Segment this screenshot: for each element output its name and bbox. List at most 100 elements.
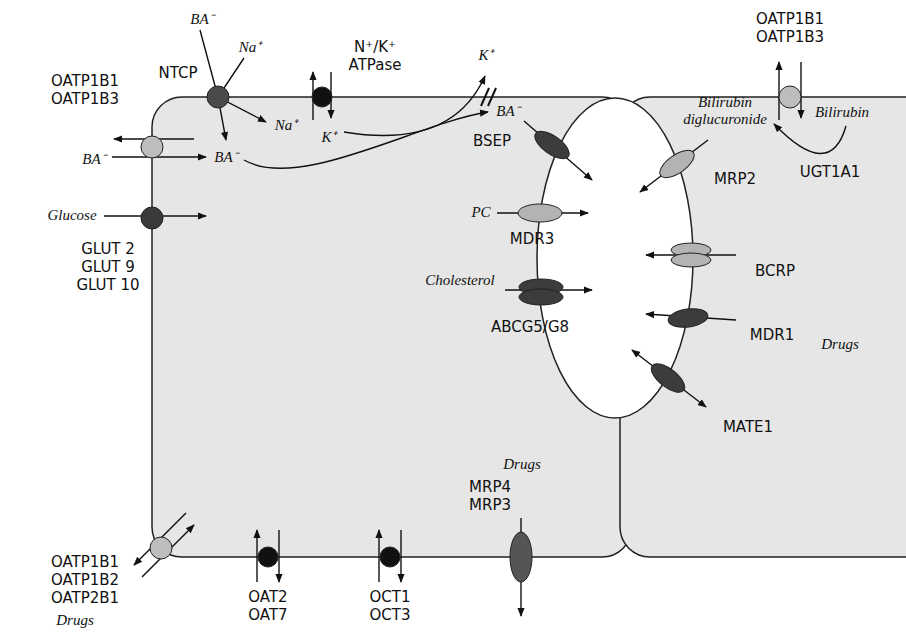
transporter-symbol (380, 547, 400, 567)
transporter-label: BCRP (745, 262, 805, 280)
k-channel (488, 88, 496, 106)
flow-arrow (774, 124, 846, 154)
transporter-symbol (310, 85, 334, 109)
transporter-symbol (779, 86, 801, 108)
transporter: OAT2 OAT7 (256, 545, 280, 569)
flow-arrow (244, 112, 488, 168)
transporter-symbol (517, 277, 565, 307)
substrate-label: Cholesterol (415, 272, 505, 289)
transporter-symbol (510, 532, 532, 582)
substrate-label: Drugs (810, 336, 870, 353)
substrate-label: Drugs (45, 612, 105, 629)
flow-arrow (800, 62, 801, 118)
transporter: OATP1B1 OATP1B2 OATP2B1 (148, 535, 174, 561)
transporter-symbol (312, 87, 332, 107)
substrate-label: BA⁻ (184, 8, 220, 28)
transporter-label: MRP4 MRP3 (460, 478, 520, 514)
transporter: NTCP (205, 84, 231, 110)
transporter-symbol (671, 253, 711, 267)
transporter-symbol (378, 545, 402, 569)
transporter-label: ABCG5/G8 (480, 318, 580, 336)
transporter-label: OATP1B1 OATP1B3 (44, 72, 126, 108)
transporter-label: MDR1 (742, 326, 802, 344)
transporter: OATP1B1 OATP1B3 (777, 84, 803, 110)
transporter-label: GLUT 2 GLUT 9 GLUT 10 (68, 240, 148, 294)
transporter-symbol (207, 86, 229, 108)
transporter: OATP1B1 OATP1B3 (139, 134, 165, 160)
transporter: BSEP (530, 123, 574, 167)
transporter-symbol (530, 126, 573, 164)
transporter-label: N⁺/K⁺ ATPase (335, 38, 415, 74)
transporter-symbol (205, 84, 231, 110)
transporter-label: NTCP (150, 64, 206, 82)
transporter-label: OATP1B1 OATP1B2 OATP2B1 (44, 553, 126, 607)
flow-arrow (778, 62, 779, 120)
substrate-label: Glucose (37, 207, 107, 224)
flow-arrow (256, 530, 257, 582)
transporter-symbol (148, 535, 174, 561)
substrate-label: Na⁺ (232, 36, 268, 56)
k-channel (481, 88, 489, 106)
flow-arrow (640, 140, 708, 192)
flow-arrow (200, 30, 226, 140)
transporter-symbol (777, 84, 803, 110)
transporter-symbol (141, 207, 163, 229)
transporter: OCT1 OCT3 (378, 545, 402, 569)
substrate-label: BA⁻ (208, 146, 244, 166)
transporter: MDR3 (516, 189, 564, 237)
flow-arrow (400, 530, 401, 582)
substrate-label: K⁺ (471, 44, 501, 64)
flow-arrow (134, 513, 186, 565)
substrate-label: K⁺ (314, 126, 344, 146)
transporter-symbol (667, 306, 709, 329)
transporter-symbol (647, 359, 690, 398)
transporter-symbol (139, 134, 165, 160)
flow-arrow (524, 121, 592, 180)
substrate-label: BA⁻ (490, 100, 526, 120)
transporter-symbol (669, 241, 713, 269)
transporter-label: OAT2 OAT7 (233, 588, 303, 624)
flow-arrow (112, 156, 206, 157)
substrate-label: PC (466, 204, 496, 221)
transporter: MRP4 MRP3 (494, 530, 548, 584)
transporter-label: MATE1 (713, 418, 783, 436)
substrate-label: Na⁺ (268, 114, 304, 134)
transporter-symbol (494, 530, 548, 584)
transporter-symbol (519, 289, 563, 305)
substrate-label: Bilirubin diglucuronide (670, 94, 780, 128)
transporter-label: OCT1 OCT3 (355, 588, 425, 624)
transporter: MRP2 (655, 142, 699, 186)
transporter-symbol (258, 547, 278, 567)
transporter: MDR1 (666, 296, 710, 340)
transporter-label: MDR3 (502, 230, 562, 248)
transporter: GLUT 2 GLUT 9 GLUT 10 (139, 205, 165, 231)
transporter-label: OATP1B1 OATP1B3 (749, 10, 831, 46)
substrate-label: Bilirubin (807, 104, 877, 121)
transporter-symbol (139, 205, 165, 231)
transporter-symbol (518, 204, 562, 222)
flow-arrow (142, 525, 194, 577)
transporter-symbol (646, 356, 690, 400)
transporter-symbol (141, 136, 163, 158)
transporter: ABCG5/G8 (517, 277, 565, 307)
transporter-label: BSEP (464, 132, 520, 150)
flow-arrow (344, 76, 485, 136)
transporter-symbol (655, 142, 699, 186)
flow-arrow (378, 530, 379, 582)
transporter-symbol (516, 189, 564, 237)
transporter: N⁺/K⁺ ATPase (310, 85, 334, 109)
transporter-symbol (666, 296, 710, 340)
flow-arrow (278, 530, 279, 582)
substrate-label: Drugs (492, 456, 552, 473)
flow-arrow (632, 350, 706, 407)
substrate-label: BA⁻ (76, 148, 112, 168)
enzyme-label: UGT1A1 (790, 163, 870, 181)
transporter: BCRP (669, 241, 713, 269)
transporter-symbol (655, 145, 698, 183)
transporter-symbol (150, 537, 172, 559)
transporter-label: MRP2 (705, 170, 765, 188)
transporter: MATE1 (646, 356, 690, 400)
transporter-symbol (530, 123, 574, 167)
